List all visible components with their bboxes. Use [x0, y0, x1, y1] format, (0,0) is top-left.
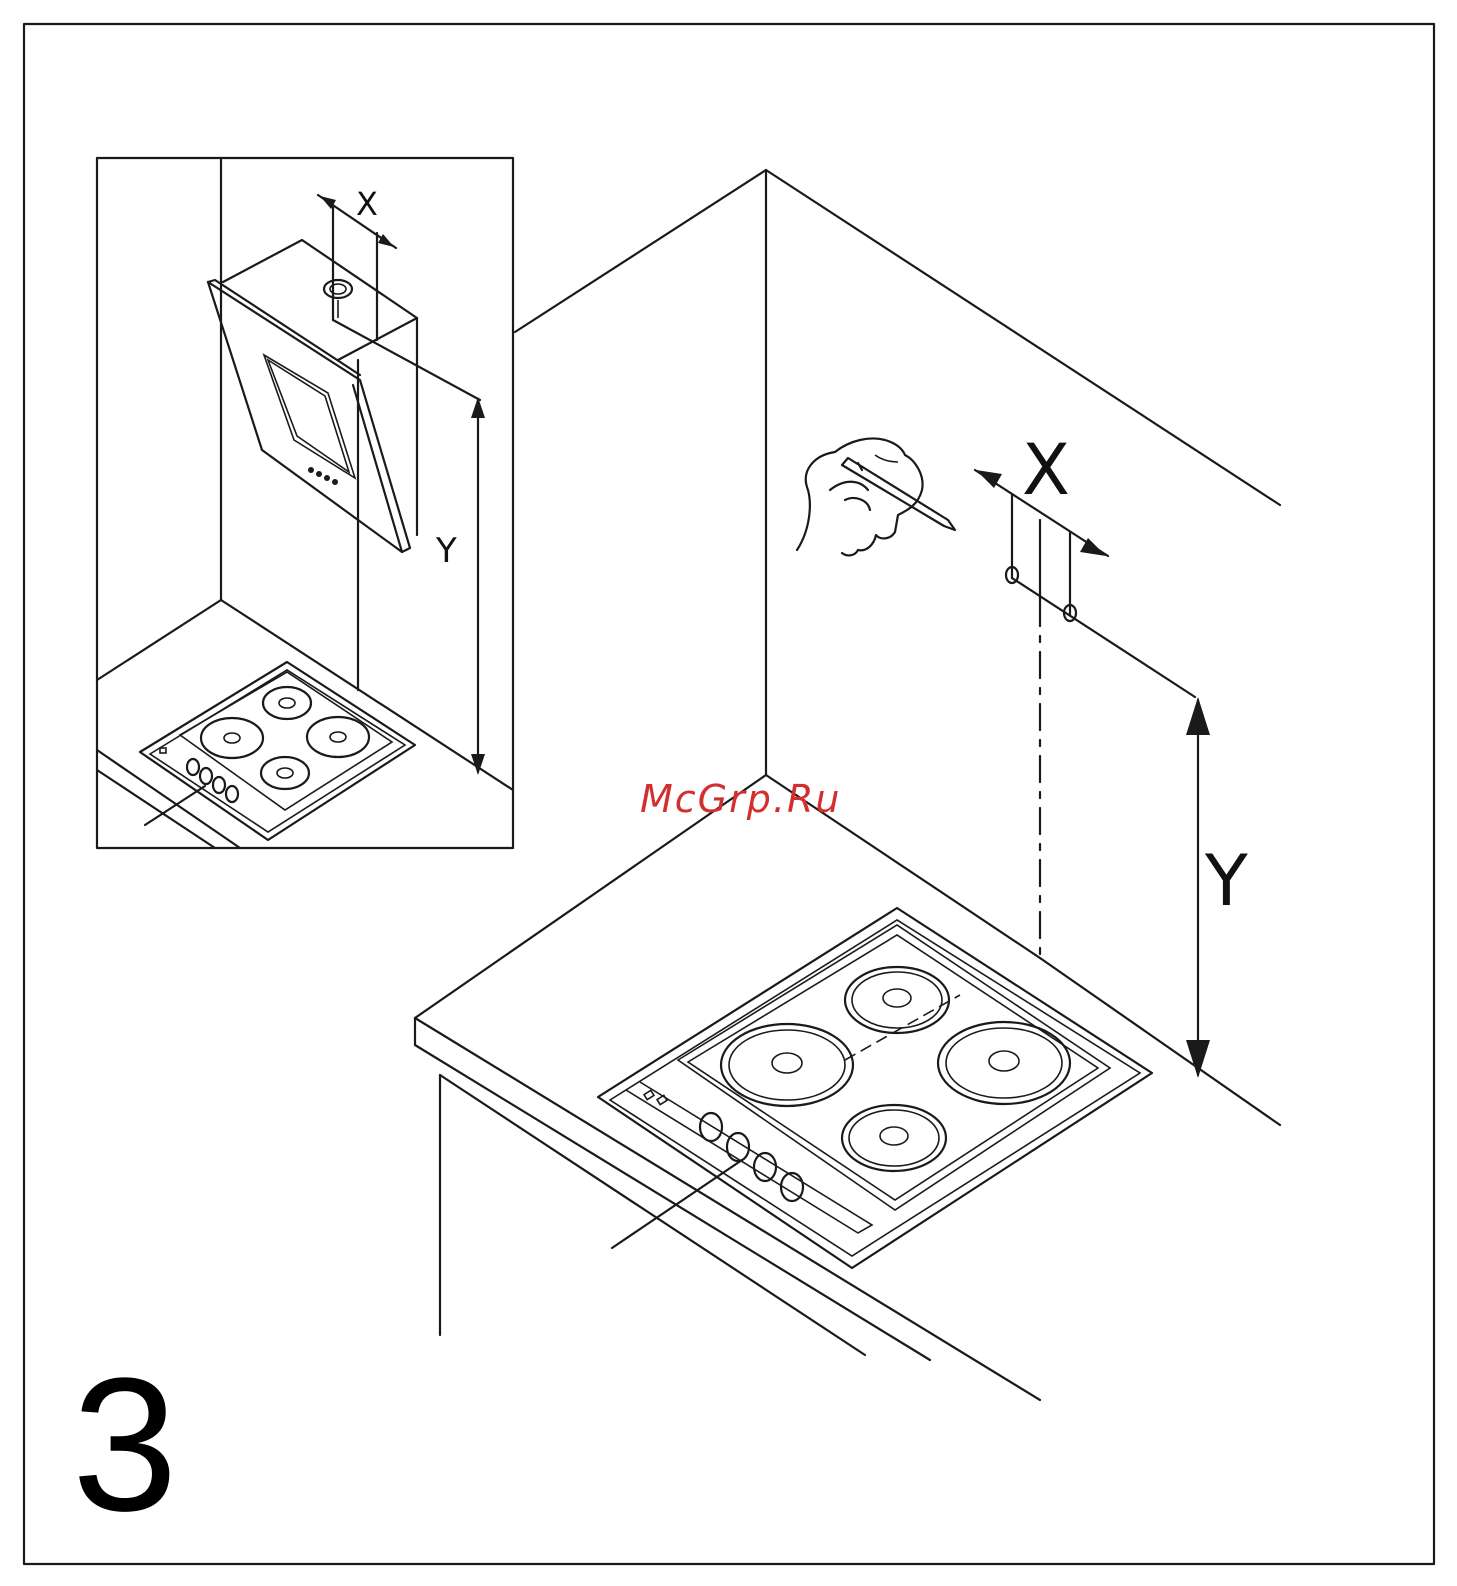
inset-y-label: Y: [435, 531, 457, 571]
inset-x-dimension: [318, 195, 480, 690]
inset-panel: X Y: [97, 158, 513, 848]
main-x-dimension: [975, 470, 1195, 960]
power-cable-line: [612, 1160, 742, 1248]
worktop: [415, 775, 1280, 1400]
arrow-head: [1186, 1040, 1210, 1078]
hot-plate-right: [938, 1022, 1070, 1104]
figure-number: 3: [72, 1339, 178, 1551]
cooker-hood: [208, 240, 417, 552]
exhaust-outlet: [324, 280, 352, 318]
hob: [598, 908, 1152, 1268]
inset-y-dimension: [471, 397, 485, 775]
watermark: McGrp.Ru: [640, 777, 841, 821]
inset-x-label: X: [356, 185, 378, 223]
main-y-label: Y: [1204, 840, 1248, 922]
hot-plate-left: [721, 1024, 853, 1106]
inset-frame: [97, 158, 513, 848]
hot-plate-back: [845, 967, 949, 1033]
main-scene: X Y: [415, 170, 1280, 1400]
arrow-head: [1186, 697, 1210, 735]
hot-plate-front: [842, 1105, 946, 1171]
hand-with-pencil-icon: [797, 439, 955, 556]
main-x-label: X: [1022, 429, 1070, 511]
hood-buttons: [308, 467, 338, 485]
left-wall-top-edge: [515, 170, 766, 332]
inset-hob: [140, 662, 415, 840]
